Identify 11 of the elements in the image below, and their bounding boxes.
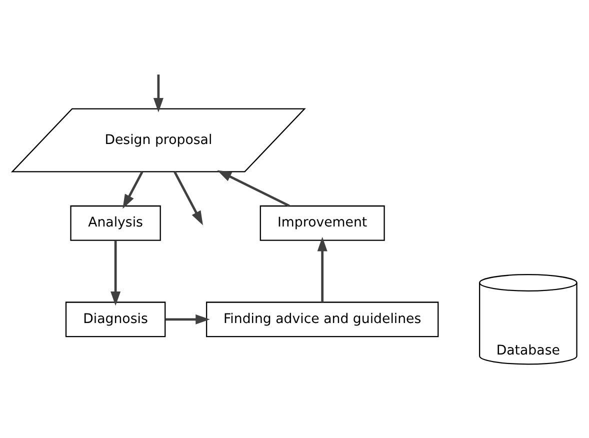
arrow — [217, 170, 290, 207]
node-box: Diagnosis — [65, 302, 166, 338]
arrow — [122, 171, 144, 209]
arrow — [110, 240, 121, 306]
arrow — [165, 314, 210, 324]
node-box: Analysis — [70, 205, 161, 241]
arrow — [174, 171, 203, 226]
node-box: Improvement — [260, 205, 385, 241]
arrow — [317, 236, 328, 302]
node-box: Finding advice and guidelines — [206, 302, 439, 338]
arrow — [153, 74, 164, 112]
